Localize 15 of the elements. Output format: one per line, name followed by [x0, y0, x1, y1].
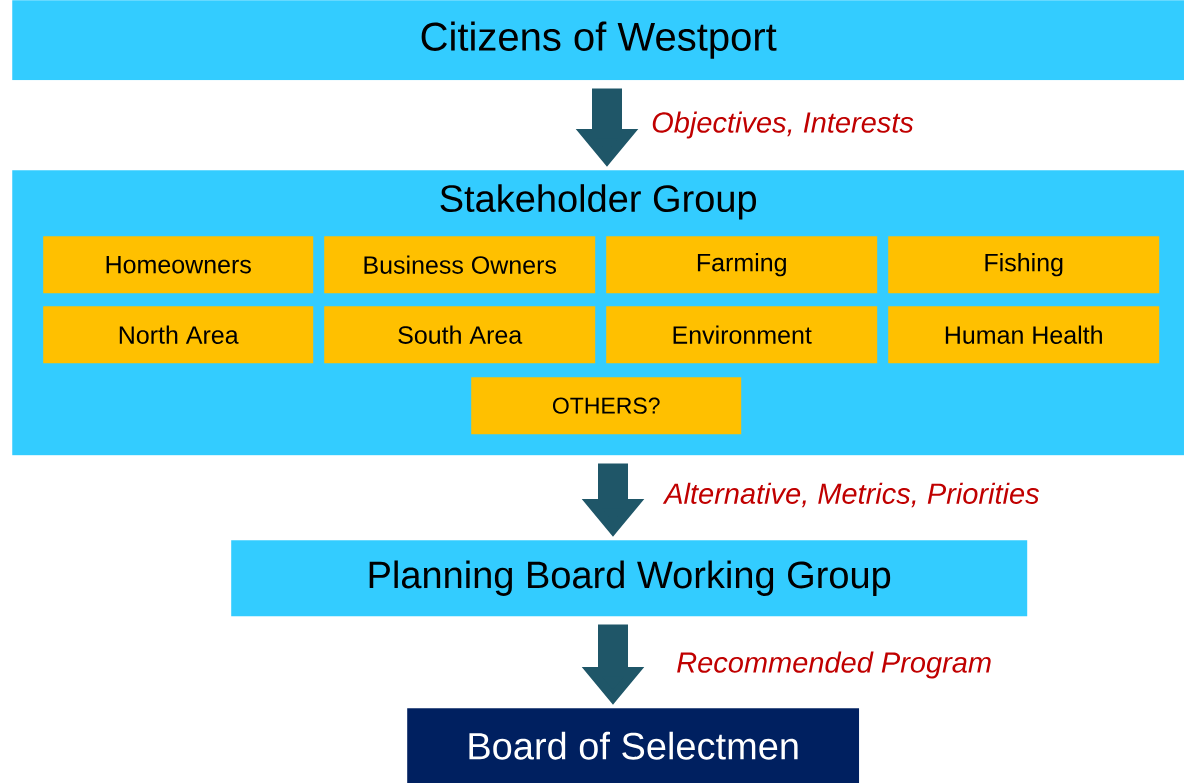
category-box: Business Owners [324, 236, 596, 294]
category-box: Environment [606, 306, 878, 364]
category-box: North Area [43, 306, 314, 364]
category-box: Human Health [888, 306, 1160, 364]
edge-label: Recommended Program [677, 651, 991, 679]
edge-label: Alternative, Metrics, Priorities [662, 482, 1040, 508]
title-box: Board of Selectmen [407, 708, 860, 783]
category-box: Fishing [888, 236, 1160, 294]
title-box: Planning Board Working Group [231, 540, 1028, 617]
category-box: OTHERS? [471, 377, 742, 435]
category-box: South Area [324, 306, 596, 364]
category-box: Farming [606, 236, 878, 294]
edge-label: Objectives, Interests [652, 111, 914, 139]
title-box: Citizens of Westport [12, 0, 1184, 81]
category-box: Homeowners [43, 236, 314, 294]
